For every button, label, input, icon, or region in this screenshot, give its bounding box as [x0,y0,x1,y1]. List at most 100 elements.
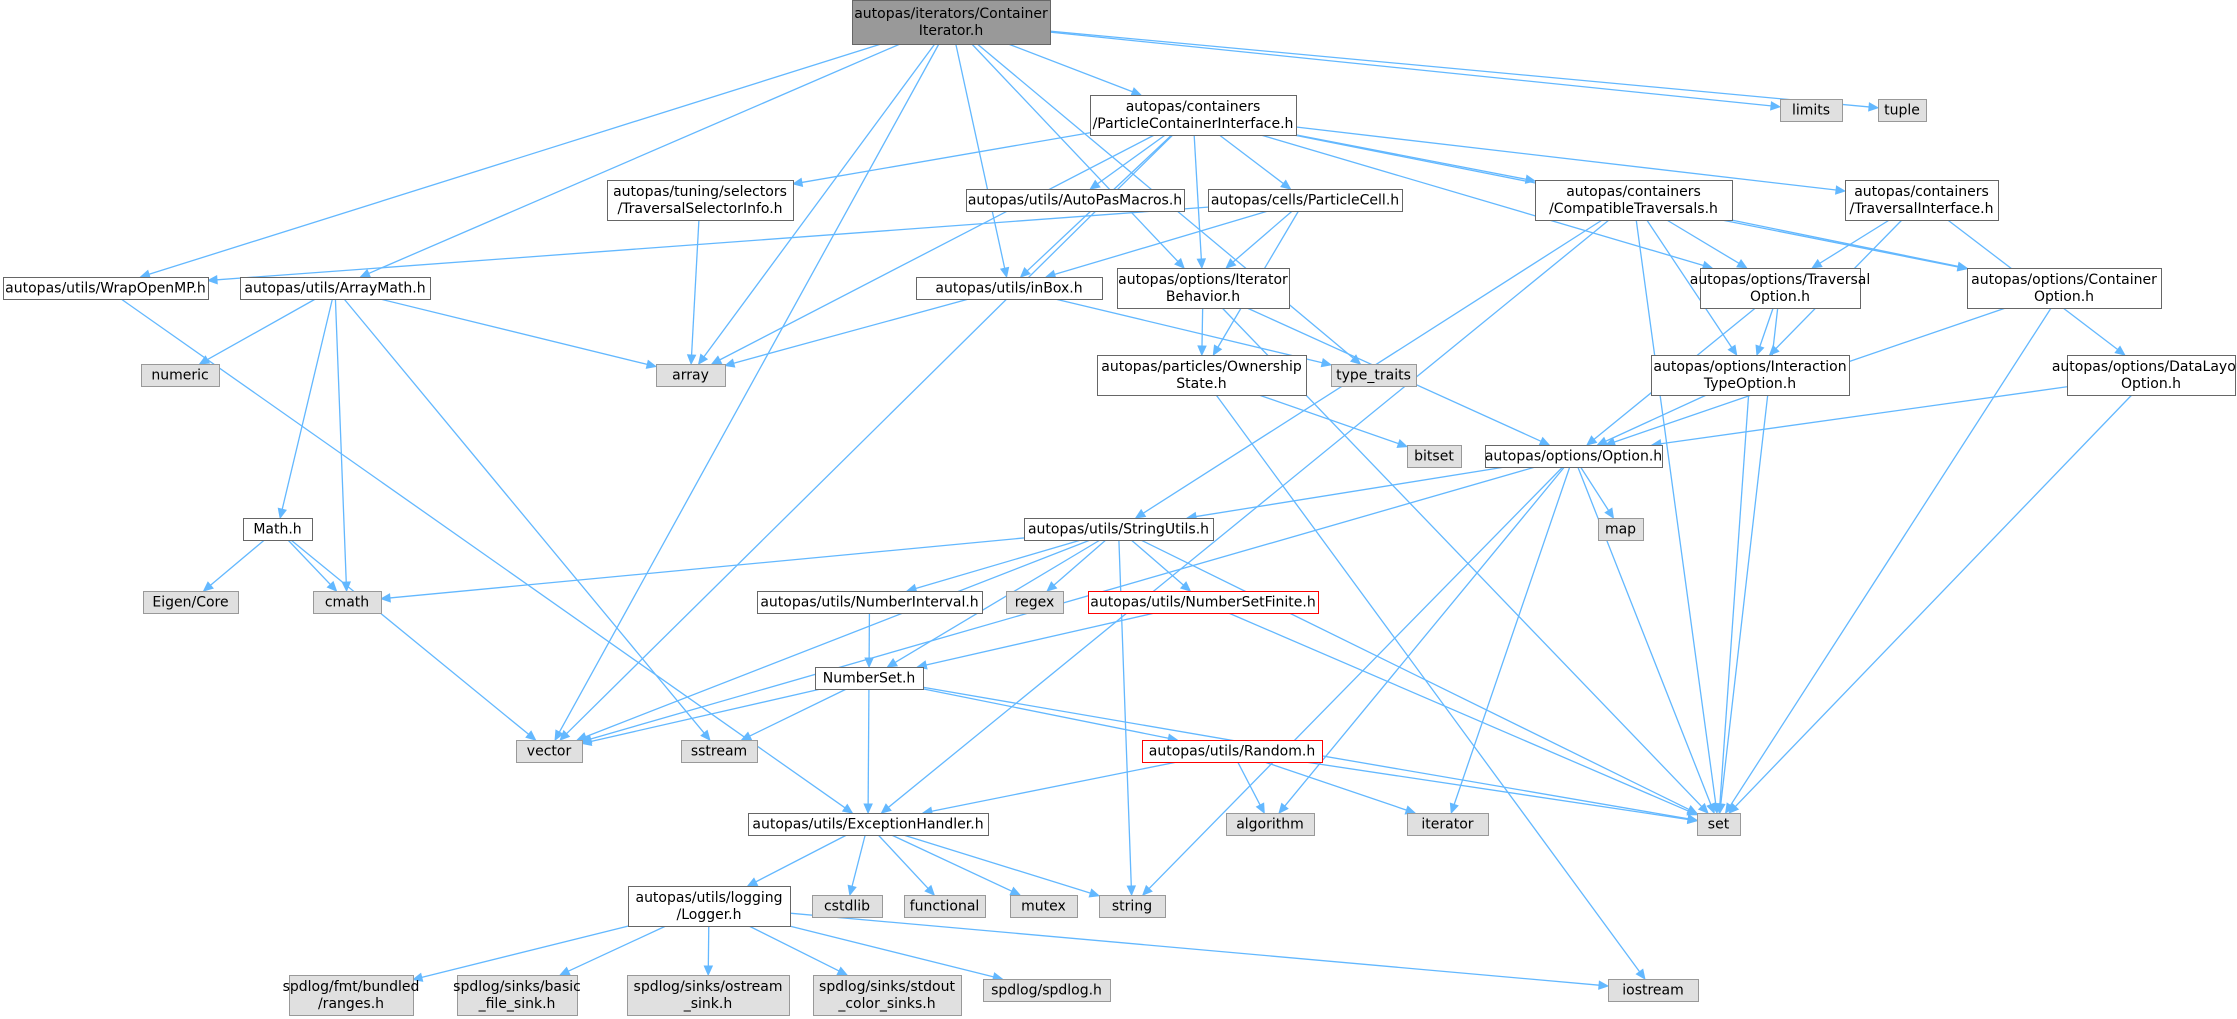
node-logger[interactable]: autopas/utils/logging/Logger.h [628,886,791,927]
node-sutils[interactable]: autopas/utils/StringUtils.h [1024,518,1214,541]
node-box [1088,591,1319,614]
arrowhead-icon [580,736,593,747]
arrowhead-icon [1174,257,1185,269]
edge-random-to-exc [921,761,1178,816]
node-box [1967,268,2162,309]
arrowhead-icon [703,965,714,977]
node-sostream: spdlog/sinks/ostream_sink.h [627,975,790,1016]
node-label: Behavior.h [1166,289,1240,305]
node-label: array [672,368,709,384]
node-label: autopas/options/Option.h [1485,449,1662,465]
node-label: _sink.h [683,996,733,1012]
node-box [1090,95,1297,136]
node-ctrav[interactable]: autopas/containers/CompatibleTraversals.… [1535,180,1733,221]
edge-root-to-pci [1008,43,1143,97]
node-box [1226,813,1315,836]
edge-line [1264,761,1407,811]
edge-line [1580,466,1610,511]
node-label: /TraversalInterface.h [1850,201,1994,217]
arrowhead-icon [1604,507,1615,520]
node-nsf[interactable]: autopas/utils/NumberSetFinite.h [1088,591,1319,614]
edge-logger-to-sstdout [748,925,849,976]
node-inbox[interactable]: autopas/utils/inBox.h [916,277,1103,300]
arrowhead-icon [379,593,391,603]
node-tint[interactable]: autopas/containers/TraversalInterface.h [1845,180,1999,221]
node-exc[interactable]: autopas/utils/ExceptionHandler.h [748,813,989,836]
edge-line [585,539,1091,738]
node-label: _color_sinks.h [837,996,935,1012]
node-label: autopas/utils/WrapOpenMP.h [5,281,206,297]
edge-root-to-amath [359,43,901,278]
node-womp[interactable]: autopas/utils/WrapOpenMP.h [3,277,209,300]
node-box [1407,445,1462,468]
edge-random-to-set [1305,761,1699,825]
edge-line [1130,539,1184,586]
node-label: vector [527,744,572,760]
edge-line [1605,394,1707,442]
edge-line [931,761,1178,812]
edge-root-to-vector [554,43,940,742]
node-box [1700,268,1861,309]
edge-line [1734,394,2133,807]
edge-nsf-to-nset [916,612,1155,670]
node-nint[interactable]: autopas/utils/NumberInterval.h [757,591,983,614]
node-label: autopas/options/Interaction [1653,359,1846,375]
edge-line [1049,30,1870,108]
edge-root-to-limits [1049,31,1782,111]
edge-line [281,298,334,510]
arrowhead-icon [1019,267,1031,278]
node-tsi[interactable]: autopas/tuning/selectors/TraversalSelect… [607,180,794,221]
edge-pci-to-tsi [791,132,1091,188]
node-pci[interactable]: autopas/containers/ParticleContainerInte… [1090,95,1297,136]
arrowhead-icon [1635,968,1646,980]
edge-line [1053,539,1107,586]
node-amath[interactable]: autopas/utils/ArrayMath.h [240,277,431,300]
node-box [1208,189,1403,212]
arrowhead-icon [1596,436,1609,446]
node-option[interactable]: autopas/options/Option.h [1485,445,1663,468]
node-label: autopas/particles/Ownership [1101,359,1302,375]
node-box [1006,591,1064,614]
node-box [1142,740,1323,763]
arrowhead-icon [554,729,564,742]
node-math[interactable]: Math.h [243,518,313,541]
edge-line [379,298,648,366]
node-random[interactable]: autopas/utils/Random.h [1142,740,1323,763]
edge-line [334,298,347,583]
arrowhead-icon [697,353,709,365]
node-nset[interactable]: NumberSet.h [815,667,924,690]
edge-random-to-iterator [1264,761,1417,815]
arrowhead-icon [880,803,892,814]
node-label: regex [1015,595,1055,611]
arrowhead-icon [1197,345,1207,357]
arrowhead-icon [1196,258,1207,270]
node-apm[interactable]: autopas/utils/AutoPasMacros.h [966,189,1185,212]
node-box [1099,895,1166,918]
node-label: type_traits [1336,368,1411,384]
node-label: string [1112,899,1152,915]
arrowhead-icon [326,580,338,592]
node-pcell[interactable]: autopas/cells/ParticleCell.h [1208,189,1403,212]
arrowhead-icon [576,732,588,741]
edge-nset-to-random [922,688,1179,743]
node-tuple: tuple [1878,99,1927,122]
edge-amath-to-numeric [198,298,316,365]
arrowhead-icon [1538,436,1551,446]
node-iostream: iostream [1608,979,1699,1002]
node-box [516,740,583,763]
edge-amath-to-cmath [334,298,351,593]
node-label: autopas/tuning/selectors [613,184,787,200]
node-box [628,886,791,927]
node-numeric: numeric [141,364,220,387]
edge-line [1729,307,2052,806]
edge-line [1759,307,1774,347]
arrowhead-icon [700,729,711,741]
